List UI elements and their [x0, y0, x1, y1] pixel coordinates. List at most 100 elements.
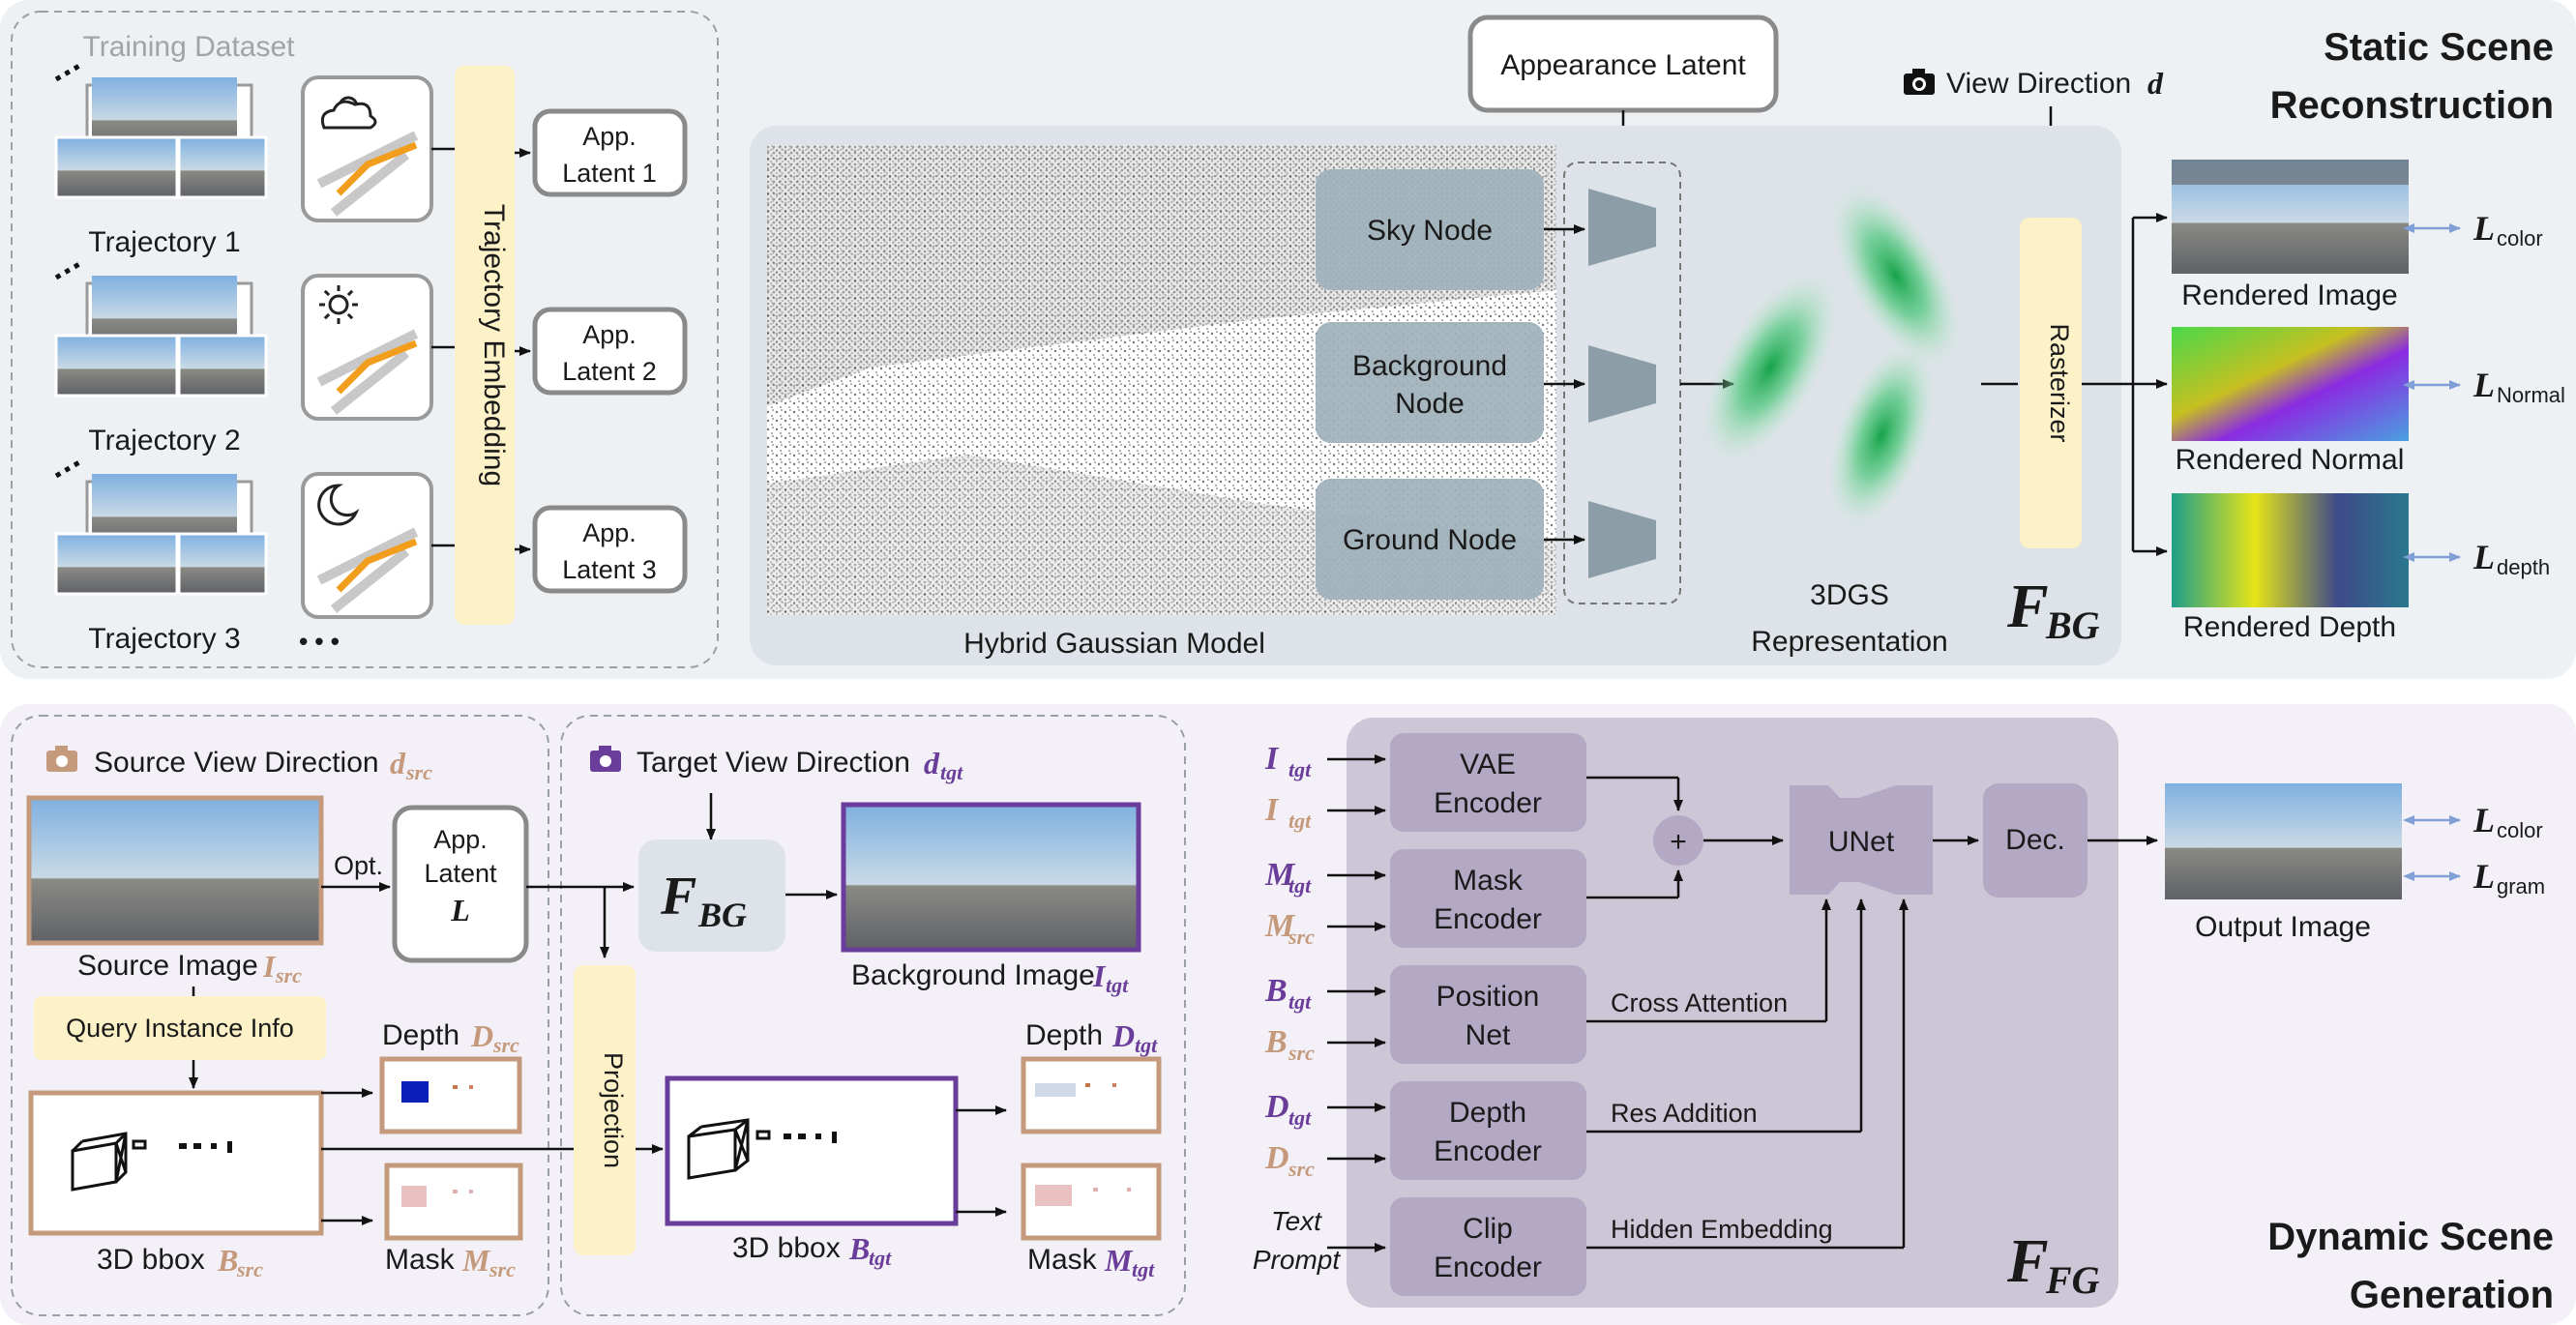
target-bbox-image: [665, 1075, 959, 1226]
svg-text:tgt: tgt: [1288, 1105, 1312, 1130]
source-depth-sym: D: [470, 1018, 493, 1053]
dynamic-title-2: Generation: [2350, 1274, 2554, 1316]
app-latent-line2: Latent 1: [562, 159, 657, 188]
trajectory-label-2: Trajectory 2: [88, 425, 240, 456]
svg-text:tgt: tgt: [1288, 809, 1312, 833]
encoder-label-1: VAE: [1460, 749, 1516, 780]
rendered-depth-label: Rendered Depth: [2183, 611, 2396, 643]
source-mask-label: Mask: [385, 1244, 456, 1276]
source-bbox-image: [28, 1090, 324, 1236]
repr-label-1: 3DGS: [1810, 579, 1889, 611]
target-group-box: [560, 715, 1186, 1316]
svg-text:L: L: [2472, 366, 2495, 404]
encoder-label-2: Encoder: [1434, 787, 1542, 819]
source-camera-icon: [46, 746, 77, 772]
source-image-sym: I: [262, 949, 277, 984]
app-latent-box-2: [532, 307, 688, 396]
source-mask-sub: src: [489, 1257, 516, 1281]
app-latent-line1: App.: [582, 320, 637, 349]
query-instance-label: Query Instance Info: [66, 1014, 294, 1043]
target-bbox-sym: B: [848, 1231, 870, 1266]
view-direction-symbol: d: [2147, 66, 2164, 101]
decoder-box: [1983, 783, 2087, 898]
target-depth-sym: D: [1111, 1018, 1135, 1053]
svg-text:L: L: [2472, 209, 2495, 248]
svg-text:tgt: tgt: [1288, 757, 1312, 781]
svg-text:src: src: [1288, 1041, 1315, 1065]
app-latent-L-line1: App.: [433, 825, 488, 854]
svg-text:L: L: [2472, 801, 2495, 839]
svg-text:tgt: tgt: [1288, 873, 1312, 898]
text-prompt-label-2: Prompt: [1253, 1245, 1341, 1275]
background-node-label-1: Background: [1352, 350, 1507, 382]
decoder-label: Dec.: [2005, 824, 2065, 856]
gaussian-blob-3: [1827, 342, 1936, 528]
target-view-label: Target View Direction: [637, 747, 910, 779]
target-depth-sub: tgt: [1135, 1033, 1158, 1057]
source-depth-label: Depth: [382, 1019, 459, 1051]
source-image: [26, 795, 324, 946]
hybrid-model-label: Hybrid Gaussian Model: [963, 628, 1265, 660]
target-view-sym: d: [924, 746, 940, 780]
svg-text:src: src: [1288, 1157, 1315, 1181]
sun-icon: [319, 285, 358, 324]
encoder-label-2: Encoder: [1434, 1251, 1542, 1283]
source-image-sub: src: [275, 963, 302, 987]
fbg-bottom-main: F: [660, 867, 696, 927]
gaussian-blob-1: [1703, 272, 1838, 463]
target-camera-icon: [590, 746, 621, 772]
bg-image-sym: I: [1092, 958, 1107, 993]
appearance-latent-label: Appearance Latent: [1500, 49, 1746, 81]
svg-text:tgt: tgt: [1288, 989, 1312, 1014]
svg-text:src: src: [1288, 925, 1315, 949]
fbg-top-sub: BG: [2045, 604, 2100, 647]
trajectory-ellipsis: • • •: [299, 627, 340, 656]
target-bbox-drawing: [687, 1118, 771, 1180]
app-latent-box-3: [532, 505, 688, 594]
projection-bar: [574, 965, 636, 1255]
encoder-label-2: Encoder: [1434, 903, 1542, 935]
input-symbol: I: [1264, 792, 1280, 828]
view-direction-label: View Direction: [1946, 68, 2131, 100]
hidden-embedding-label: Hidden Embedding: [1611, 1215, 1833, 1244]
projection-label: Projection: [599, 1052, 628, 1168]
target-mask-sub: tgt: [1132, 1257, 1155, 1281]
background-node: [1316, 322, 1544, 443]
decoder-trapezoid-3: [1588, 501, 1656, 578]
source-depth-sub: src: [492, 1033, 519, 1057]
app-latent-line2: Latent 2: [562, 357, 657, 386]
unet-label: UNet: [1828, 826, 1895, 858]
ground-node: [1316, 479, 1544, 600]
target-bbox-label: 3D bbox: [732, 1232, 841, 1264]
source-bbox-drawing: [71, 1132, 147, 1192]
trajectory-row-2: Trajectory 2 App. Latent 2: [54, 261, 688, 456]
encoder-label-1: Clip: [1463, 1213, 1513, 1245]
encoder-label-2: Net: [1466, 1019, 1511, 1051]
repr-label-2: Representation: [1751, 626, 1947, 658]
source-bbox-label: 3D bbox: [97, 1244, 205, 1276]
trajectory-embedding-bar: [455, 66, 515, 625]
source-view-sub: src: [405, 760, 432, 784]
query-instance-box: [34, 996, 326, 1060]
encoder-label-1: Depth: [1449, 1097, 1526, 1129]
camera-icon: [1904, 69, 1935, 95]
trajectory-label-3: Trajectory 3: [88, 623, 240, 655]
rasterizer-label: Rasterizer: [2045, 323, 2074, 442]
rasterizer-box: [2020, 218, 2082, 548]
input-symbol: D: [1264, 1140, 1289, 1176]
svg-text:gram: gram: [2497, 874, 2545, 898]
target-bbox-sub: tgt: [869, 1246, 892, 1270]
ffg-sub: FG: [2045, 1258, 2100, 1302]
rendered-depth: [2172, 493, 2409, 607]
rendered-normal: [2172, 327, 2409, 441]
background-node-label-2: Node: [1395, 388, 1465, 420]
source-view-label: Source View Direction: [94, 747, 379, 779]
ffg-main: F: [2006, 1226, 2049, 1295]
app-latent-L-box: [392, 805, 529, 963]
